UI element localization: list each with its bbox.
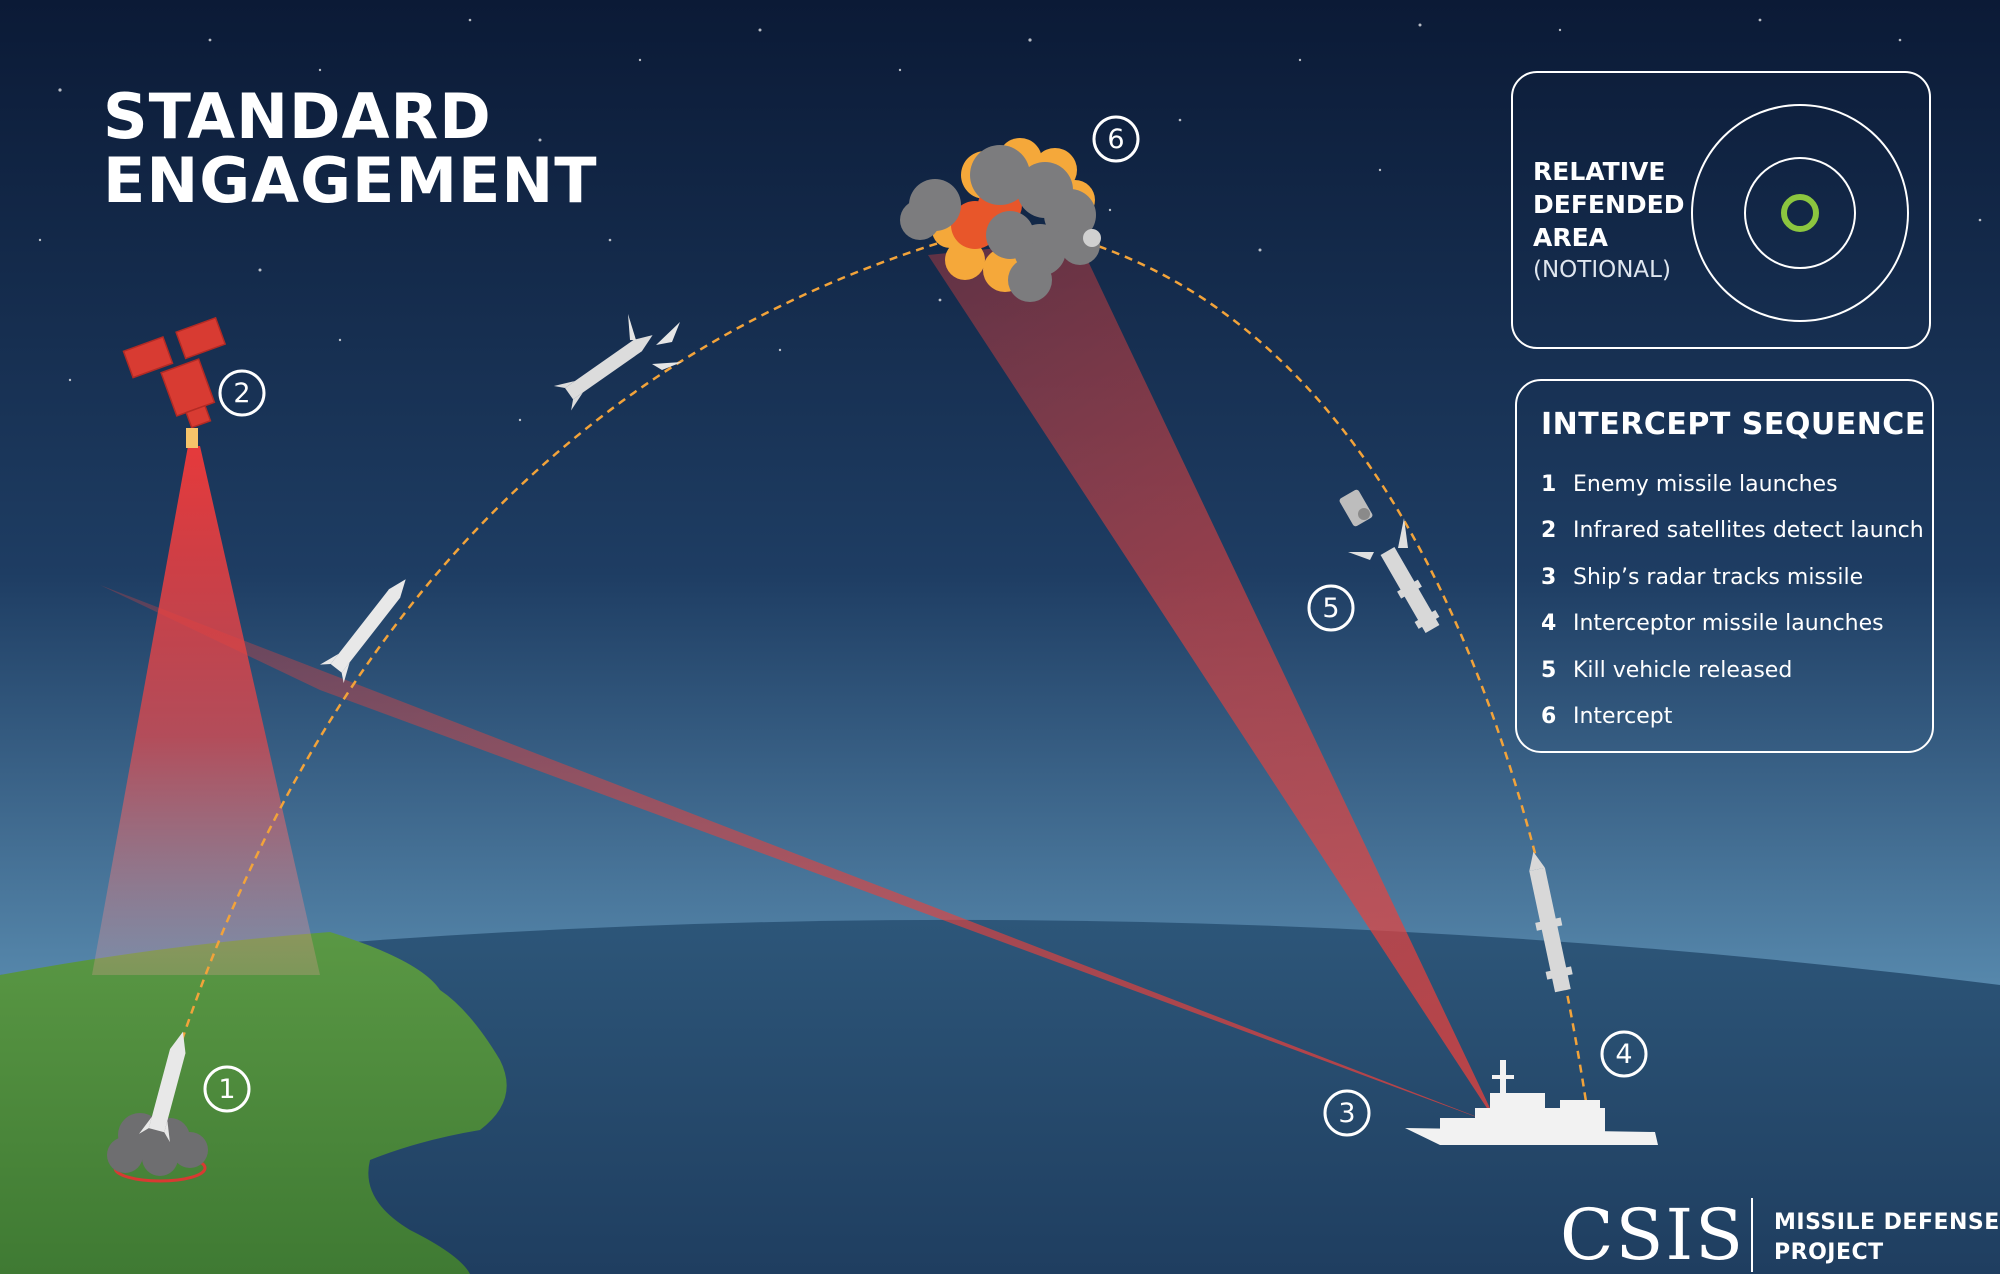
- step-marker-4: 4: [1600, 1030, 1648, 1078]
- launch-smoke: [107, 1113, 208, 1176]
- interceptor-missile-ascent: [1529, 851, 1573, 993]
- ship-radar-beam: [100, 240, 1498, 1125]
- enemy-trajectory: [180, 233, 966, 1041]
- sequence-step-label: Intercept: [1573, 704, 1673, 730]
- intercept-sequence-list: 1 Enemy missile launches 2 Infrared satell…: [1541, 461, 1924, 740]
- defended-area-label: RELATIVE DEFENDED AREA (NOTIONAL): [1533, 155, 1685, 287]
- step-marker-6: 6: [1092, 115, 1140, 163]
- sequence-step: 4 Interceptor missile launches: [1541, 601, 1924, 648]
- interceptor-upper-stage: [1380, 547, 1440, 633]
- intercept-sequence-title: INTERCEPT SEQUENCE: [1541, 407, 1926, 442]
- step-marker-label: 5: [1322, 593, 1339, 624]
- sequence-step-number: 1: [1541, 471, 1557, 497]
- sequence-step: 6 Intercept: [1541, 694, 1924, 741]
- shroud-pieces: [1348, 518, 1408, 560]
- step-marker-label: 6: [1107, 124, 1124, 155]
- step-marker-label: 3: [1338, 1098, 1355, 1129]
- csis-logo: CSIS MISSILE DEFENSE PROJECT: [1560, 1196, 2000, 1274]
- defended-area-target-icon: [1781, 194, 1819, 232]
- defended-area-note: (NOTIONAL): [1533, 257, 1671, 283]
- csis-wordmark: CSIS: [1560, 1194, 1746, 1274]
- step-marker-1: 1: [203, 1065, 251, 1113]
- sequence-step: 2 Infrared satellites detect launch: [1541, 508, 1924, 555]
- defended-area-line: RELATIVE: [1533, 157, 1666, 186]
- step-marker-3: 3: [1323, 1089, 1371, 1137]
- intercept-explosion: [900, 138, 1101, 302]
- kill-vehicle: [1339, 489, 1373, 527]
- step-marker-label: 4: [1615, 1039, 1632, 1070]
- step-marker-2: 2: [218, 369, 266, 417]
- logo-divider: [1751, 1198, 1753, 1272]
- sequence-step-label: Ship’s radar tracks missile: [1573, 564, 1864, 590]
- defended-area-line: DEFENDED: [1533, 190, 1685, 219]
- sequence-step-number: 2: [1541, 518, 1557, 544]
- step-marker-label: 2: [233, 378, 250, 409]
- separated-stage: [628, 314, 682, 370]
- aegis-ship: [1405, 1060, 1658, 1145]
- project-name-line: MISSILE DEFENSE: [1774, 1210, 2000, 1235]
- sequence-step-label: Infrared satellites detect launch: [1573, 518, 1924, 544]
- project-name-line: PROJECT: [1774, 1240, 1884, 1265]
- page-title-line: STANDARD: [103, 80, 492, 153]
- ocean: [0, 919, 2000, 1274]
- sequence-step: 1 Enemy missile launches: [1541, 461, 1924, 508]
- defended-area-panel: RELATIVE DEFENDED AREA (NOTIONAL): [1511, 71, 1931, 349]
- defended-area-line: AREA: [1533, 223, 1609, 252]
- defended-area-rings: [1691, 104, 1909, 322]
- sequence-step-label: Enemy missile launches: [1573, 471, 1838, 497]
- sequence-step-number: 4: [1541, 611, 1557, 637]
- page-title: STANDARD ENGAGEMENT: [103, 85, 598, 213]
- intercept-sequence-panel: INTERCEPT SEQUENCE 1 Enemy missile launch…: [1515, 379, 1934, 753]
- infrared-satellite: [122, 316, 227, 448]
- step-marker-label: 1: [218, 1074, 235, 1105]
- sequence-step-number: 5: [1541, 657, 1557, 683]
- page-title-line: ENGAGEMENT: [103, 144, 598, 217]
- sequence-step: 3 Ship’s radar tracks missile: [1541, 554, 1924, 601]
- sequence-step: 5 Kill vehicle released: [1541, 647, 1924, 694]
- project-name: MISSILE DEFENSE PROJECT: [1774, 1208, 2000, 1268]
- sequence-step-label: Interceptor missile launches: [1573, 611, 1884, 637]
- sequence-step-number: 6: [1541, 704, 1557, 730]
- step-marker-5: 5: [1307, 584, 1355, 632]
- sequence-step-label: Kill vehicle released: [1573, 657, 1793, 683]
- sequence-step-number: 3: [1541, 564, 1557, 590]
- stars: [38, 18, 1982, 422]
- landmass: [0, 932, 507, 1274]
